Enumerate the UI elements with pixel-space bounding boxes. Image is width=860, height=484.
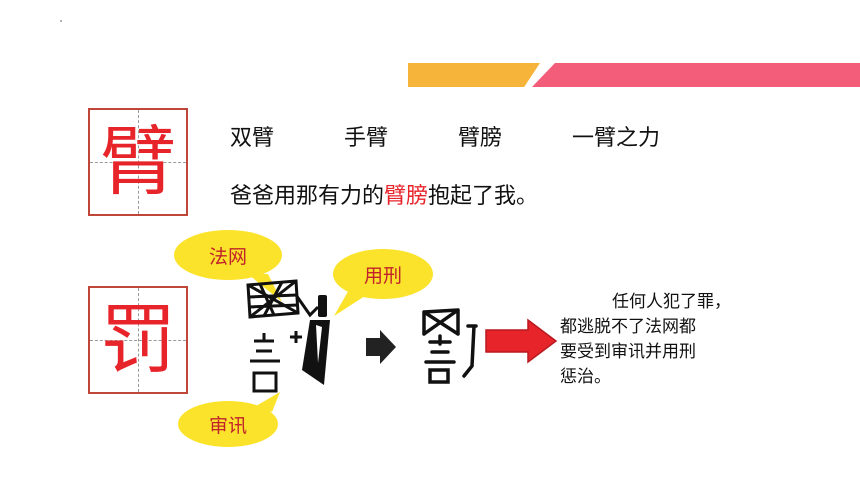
corner-dot <box>60 20 62 22</box>
bubble-fawang: 法网 <box>208 245 247 268</box>
char-fa: 罚 <box>100 295 176 384</box>
explanation-line-2: 都逃脱不了法网都 <box>560 317 696 337</box>
explanation-line-1: 任何人犯了罪， <box>612 292 731 312</box>
ancient-fa-glyph-icon <box>422 308 478 384</box>
plus-icon <box>290 331 302 343</box>
sentence-before: 爸爸用那有力的 <box>230 184 385 209</box>
example-sentence: 爸爸用那有力的臂膀抱起了我。 <box>230 178 538 210</box>
knife-glyph-icon <box>302 295 330 385</box>
sentence-after: 抱起了我。 <box>428 184 539 209</box>
header-bar-orange <box>408 63 540 87</box>
bubble-yongxing: 用刑 <box>363 264 402 287</box>
bubble-yongxing-shape <box>333 249 433 316</box>
word-3: 臂膀 <box>458 126 503 151</box>
char-bi: 臂 <box>100 117 176 206</box>
header-bar-pink <box>532 63 860 87</box>
net-glyph-icon <box>246 279 320 319</box>
speech-glyph-icon <box>250 333 280 393</box>
word-2: 手臂 <box>344 126 389 151</box>
red-arrow-icon <box>485 318 558 364</box>
bubble-shenxun-shape <box>178 392 280 447</box>
explanation-line-4: 惩治。 <box>560 367 611 387</box>
arrow-right-icon <box>366 330 396 364</box>
ancient-components <box>246 279 330 393</box>
explanation-line-3: 要受到审讯并用刑 <box>560 342 696 362</box>
word-4: 一臂之力 <box>572 126 661 151</box>
char-box-bi: 臂 <box>88 108 188 216</box>
bubble-shenxun: 审讯 <box>208 414 247 437</box>
explanation-text: 任何人犯了罪， 都逃脱不了法网都 要受到审讯并用刑 惩治。 <box>560 290 770 390</box>
word-1: 双臂 <box>230 126 275 151</box>
char-box-fa: 罚 <box>88 286 188 394</box>
sentence-highlight: 臂膀 <box>384 184 429 209</box>
